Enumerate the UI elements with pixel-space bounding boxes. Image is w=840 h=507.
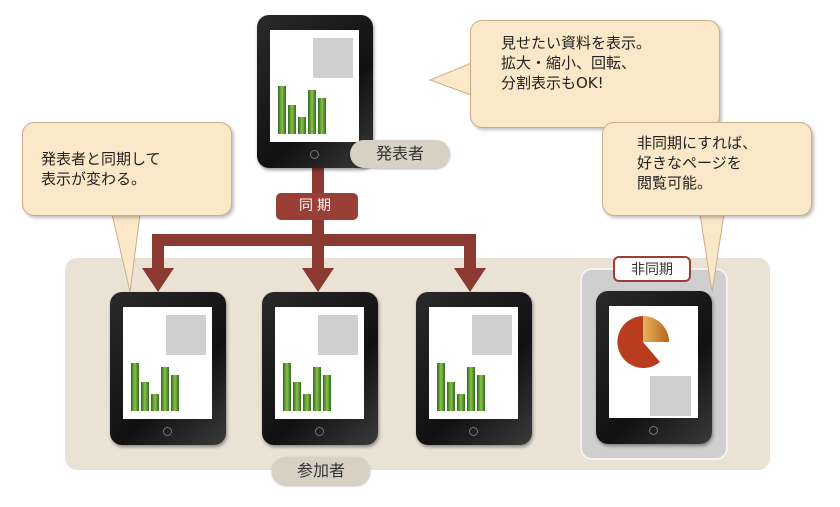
image-placeholder	[166, 315, 206, 355]
presenter-tablet	[257, 15, 373, 168]
tablet-screen	[275, 307, 364, 419]
pie-chart-icon	[617, 316, 670, 368]
home-button-icon	[163, 427, 172, 436]
image-placeholder	[318, 315, 358, 355]
image-placeholder	[313, 38, 353, 78]
sync-arrow	[142, 165, 486, 292]
image-placeholder	[472, 315, 512, 355]
presenter-label: 発表者	[350, 140, 450, 168]
bubble-tail-top	[428, 61, 475, 97]
participants-bubble: 発表者と同期して 表示が変わる。	[22, 122, 232, 216]
bubble-tail-left	[111, 213, 141, 293]
participant-tablet	[262, 292, 378, 445]
bubble-line: 表示が変わる。	[41, 170, 147, 188]
tablet-screen	[429, 307, 518, 419]
participants-label: 参加者	[272, 457, 370, 485]
bar-chart-icon	[283, 361, 331, 411]
async-bubble: 非同期にすれば、 好きなページを 閲覧可能。	[602, 122, 812, 216]
bubble-line: 拡大・縮小、回転、	[501, 54, 637, 72]
bubble-line: 分割表示もOK!	[501, 74, 604, 92]
bubble-line: 好きなページを	[637, 154, 742, 172]
home-button-icon	[315, 427, 324, 436]
bar-chart-icon	[437, 361, 485, 411]
participant-tablet	[110, 292, 226, 445]
tablet-screen	[123, 307, 212, 419]
home-button-icon	[469, 427, 478, 436]
home-button-icon	[310, 150, 319, 159]
participant-tablet	[416, 292, 532, 445]
async-tablet	[596, 291, 712, 444]
bubble-tail-right	[699, 213, 725, 293]
bubble-line: 非同期にすれば、	[637, 134, 758, 152]
async-label: 非同期	[613, 256, 691, 282]
sync-label: 同期	[276, 193, 358, 220]
image-placeholder	[650, 376, 691, 416]
tablet-screen	[609, 306, 698, 418]
bubble-line: 閲覧可能。	[637, 174, 713, 192]
presenter-bubble: 見せたい資料を表示。 拡大・縮小、回転、 分割表示もOK!	[470, 20, 720, 128]
bubble-line: 発表者と同期して	[41, 150, 161, 168]
tablet-screen	[270, 30, 359, 142]
bar-chart-icon	[278, 84, 326, 134]
bubble-line: 見せたい資料を表示。	[501, 34, 652, 52]
home-button-icon	[649, 426, 658, 435]
bar-chart-icon	[131, 361, 179, 411]
